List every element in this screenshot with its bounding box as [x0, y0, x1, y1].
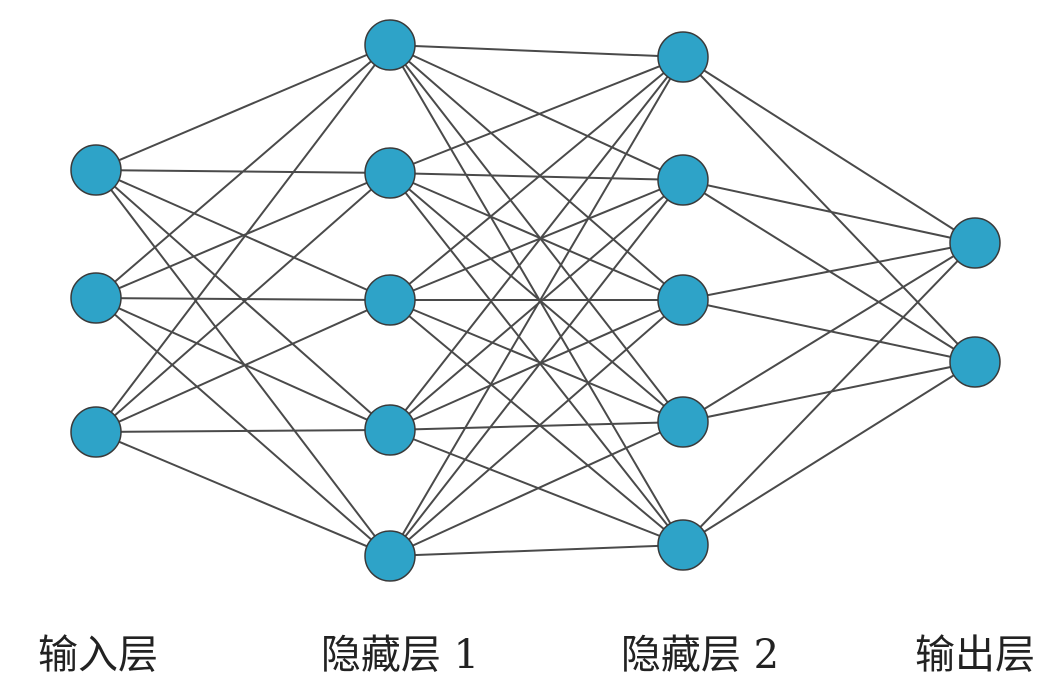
edge-l1-n1-to-l2-n2 — [389, 172, 684, 301]
node-layer1-4 — [364, 530, 416, 582]
edge-l0-n2-to-l1-n0 — [95, 44, 391, 433]
edge-l1-n0-to-l2-n4 — [389, 44, 684, 546]
edge-l0-n2-to-l1-n2 — [95, 299, 391, 433]
nodes — [70, 19, 1001, 582]
edge-l2-n3-to-l3-n1 — [682, 361, 976, 423]
edge-l1-n1-to-l2-n3 — [389, 172, 684, 423]
edge-l2-n1-to-l3-n0 — [682, 179, 976, 244]
edge-l0-n1-to-l1-n3 — [95, 297, 391, 431]
node-layer2-2 — [657, 274, 709, 326]
edge-l1-n4-to-l2-n0 — [389, 56, 684, 557]
node-layer0-0 — [70, 144, 122, 196]
edge-l0-n1-to-l1-n4 — [95, 297, 391, 557]
edge-l1-n3-to-l2-n2 — [389, 299, 684, 431]
node-layer1-3 — [364, 404, 416, 456]
node-layer1-1 — [364, 147, 416, 199]
node-layer1-2 — [364, 274, 416, 326]
edges — [95, 44, 976, 557]
node-layer0-2 — [70, 406, 122, 458]
edge-l1-n4-to-l2-n2 — [389, 299, 684, 557]
edge-l0-n2-to-l1-n4 — [95, 431, 391, 557]
edge-l1-n4-to-l2-n1 — [389, 179, 684, 557]
edge-l1-n4-to-l2-n4 — [389, 544, 684, 557]
edge-l1-n2-to-l2-n0 — [389, 56, 684, 301]
node-layer3-0 — [949, 217, 1001, 269]
edge-l1-n0-to-l2-n0 — [389, 44, 684, 58]
edge-l1-n0-to-l2-n1 — [389, 44, 684, 181]
edge-l1-n1-to-l2-n4 — [389, 172, 684, 546]
edge-l1-n0-to-l2-n3 — [389, 44, 684, 423]
edge-l0-n1-to-l1-n0 — [95, 44, 391, 299]
layer-label-hidden-2: 隐藏层 2 — [620, 632, 780, 678]
edge-l1-n2-to-l2-n4 — [389, 299, 684, 546]
edge-l1-n0-to-l2-n2 — [389, 44, 684, 301]
layer-label-output: 输出层 — [915, 632, 1035, 678]
edge-l1-n1-to-l2-n1 — [389, 172, 684, 181]
edge-l2-n2-to-l3-n0 — [682, 242, 976, 301]
node-layer2-3 — [657, 396, 709, 448]
edge-l2-n3-to-l3-n0 — [682, 242, 976, 423]
edge-l0-n0-to-l1-n0 — [95, 44, 391, 171]
edge-l1-n3-to-l2-n3 — [389, 421, 684, 431]
layer-label-input: 输入层 — [38, 632, 158, 678]
edge-l0-n1-to-l1-n1 — [95, 172, 391, 299]
node-layer3-1 — [949, 336, 1001, 388]
node-layer2-4 — [657, 519, 709, 571]
edge-l2-n0-to-l3-n0 — [682, 56, 976, 244]
edge-l2-n4-to-l3-n0 — [682, 242, 976, 546]
edge-l1-n3-to-l2-n0 — [389, 56, 684, 431]
edge-l0-n2-to-l1-n3 — [95, 429, 391, 433]
edge-l1-n1-to-l2-n0 — [389, 56, 684, 174]
layer-label-hidden-1: 隐藏层 1 — [320, 632, 480, 678]
edge-l2-n0-to-l3-n1 — [682, 56, 976, 363]
node-layer0-1 — [70, 272, 122, 324]
edge-l1-n2-to-l2-n1 — [389, 179, 684, 301]
edge-l1-n2-to-l2-n3 — [389, 299, 684, 423]
edge-l2-n4-to-l3-n1 — [682, 361, 976, 546]
edge-l1-n3-to-l2-n4 — [389, 429, 684, 546]
edge-l0-n1-to-l1-n2 — [95, 297, 391, 301]
edge-l2-n2-to-l3-n1 — [682, 299, 976, 363]
node-layer2-1 — [657, 154, 709, 206]
node-layer2-0 — [657, 31, 709, 83]
node-layer1-0 — [364, 19, 416, 71]
edge-l0-n2-to-l1-n1 — [95, 172, 391, 433]
edge-l1-n4-to-l2-n3 — [389, 421, 684, 557]
